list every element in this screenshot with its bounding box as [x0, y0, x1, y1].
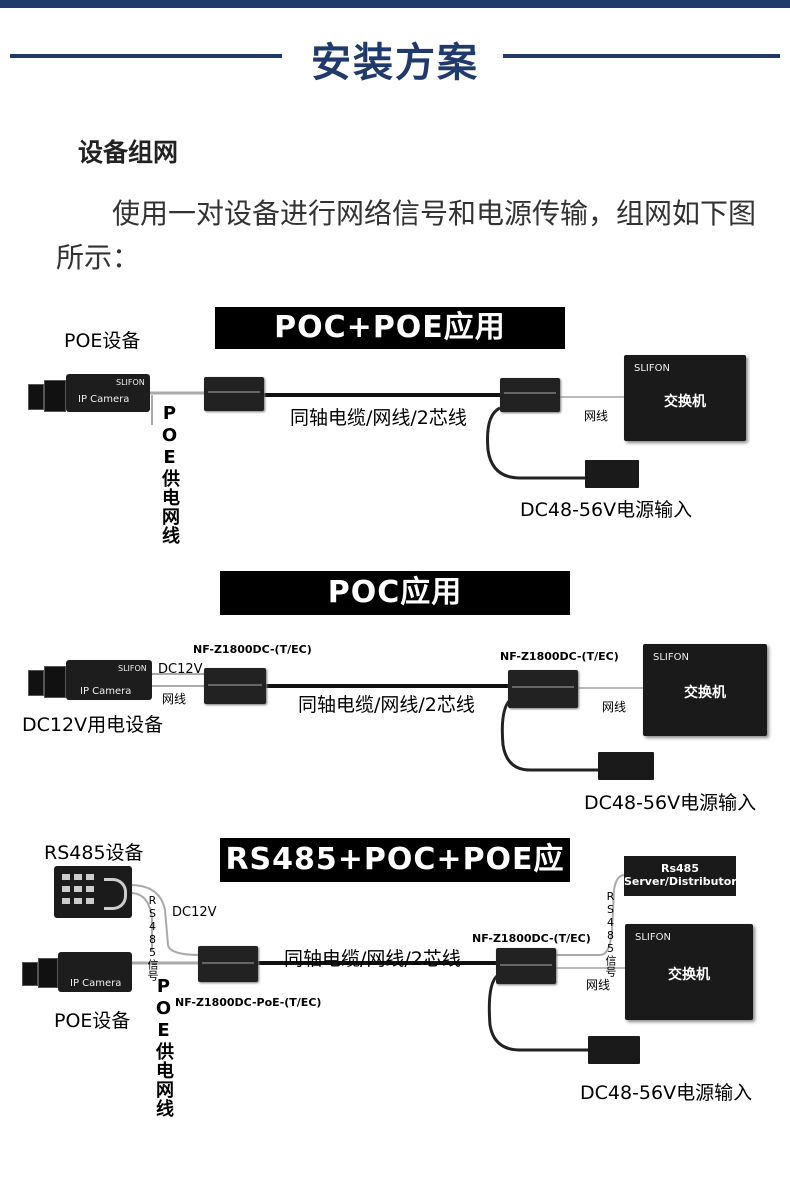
d3-rs485-signal-right: RS485信号 — [604, 890, 617, 977]
camera-hood-icon — [44, 380, 66, 412]
key-icon — [62, 898, 70, 904]
d2-camera: SLIFON IP Camera — [28, 660, 152, 702]
d3-rs485-server-link — [556, 874, 626, 956]
key-icon — [74, 874, 82, 880]
header-rule-left — [10, 54, 282, 58]
d2-net-small-label: 网线 — [162, 692, 187, 706]
d1-camera: SLIFON IP Camera — [28, 372, 150, 414]
d3-rs485-link — [129, 884, 201, 956]
d1-receiver — [500, 378, 560, 412]
d1-transmitter — [204, 377, 264, 411]
d3-power-adapter-icon — [588, 1036, 640, 1064]
d3-power-label: DC48-56V电源输入 — [580, 1082, 753, 1104]
page-title: 安装方案 — [311, 40, 479, 86]
switch-name: 交换机 — [668, 967, 710, 983]
d1-banner: POC+POE应用 — [215, 307, 565, 349]
d3-poe-cable-label: POE供电网线 — [153, 976, 174, 1118]
d2-power-cable — [500, 698, 598, 772]
d2-receiver — [508, 670, 578, 708]
camera-text: IP Camera — [80, 686, 132, 697]
key-icon — [86, 886, 94, 892]
key-icon — [62, 874, 70, 880]
rs485-server-line2: Server/Distributor — [624, 875, 737, 888]
camera-body — [58, 952, 132, 992]
d3-model-left: NF-Z1800DC-PoE-(T/EC) — [175, 996, 322, 1009]
wireless-icon — [104, 878, 127, 910]
camera-text: IP Camera — [78, 394, 130, 405]
key-icon — [74, 898, 82, 904]
camera-body — [66, 374, 150, 412]
intro-text: 使用一对设备进行网络信号和电源传输，组网如下图所示： — [56, 197, 757, 274]
d2-device-label: DC12V用电设备 — [22, 714, 164, 736]
d2-switch: SLIFON 交换机 — [643, 644, 767, 736]
device-stripe — [512, 686, 574, 688]
key-icon — [74, 886, 82, 892]
d2-banner: POC应用 — [220, 571, 570, 615]
d1-power-adapter-icon — [585, 460, 639, 488]
camera-hood-icon — [38, 958, 58, 988]
camera-hood-icon — [44, 666, 66, 698]
camera-lens-icon — [28, 670, 44, 696]
d1-power-cable — [486, 406, 585, 480]
camera-text: IP Camera — [70, 978, 122, 989]
device-stripe — [208, 684, 262, 686]
d3-rs485-device-label: RS485设备 — [44, 842, 144, 864]
device-stripe — [504, 392, 556, 394]
key-icon — [86, 874, 94, 880]
switch-brand: SLIFON — [634, 363, 670, 374]
rs485-server-line1: Rs485 — [661, 862, 699, 875]
d1-poe-cable-label: POE供电网线 — [159, 403, 180, 545]
d3-model-right: NF-Z1800DC-(T/EC) — [472, 932, 591, 945]
d3-power-cable — [487, 974, 588, 1052]
camera-brand: SLIFON — [118, 664, 147, 673]
d3-rs485-signal-left: RS485信号 — [146, 894, 159, 981]
d2-power-label: DC48-56V电源输入 — [584, 792, 757, 814]
key-icon — [86, 898, 94, 904]
d2-model-right: NF-Z1800DC-(T/EC) — [500, 650, 619, 663]
d1-switch: SLIFON 交换机 — [624, 355, 746, 441]
d2-dc12v-label: DC12V — [158, 662, 203, 677]
device-stripe — [202, 962, 254, 964]
key-icon — [62, 886, 70, 892]
d1-power-label: DC48-56V电源输入 — [520, 499, 693, 521]
camera-body — [66, 660, 152, 700]
d3-receiver — [496, 948, 556, 984]
device-stripe — [500, 964, 552, 966]
d1-poe-device-label: POE设备 — [64, 330, 141, 352]
d3-poe-device-label: POE设备 — [54, 1010, 131, 1032]
d3-dc12v-label: DC12V — [172, 905, 217, 920]
section-title: 设备组网 — [78, 138, 179, 167]
d3-banner: RS485+POC+POE应用 — [220, 838, 570, 921]
camera-lens-icon — [28, 384, 44, 410]
d2-net-line-label: 网线 — [602, 700, 627, 714]
d3-switch: SLIFON 交换机 — [625, 924, 753, 1020]
switch-name: 交换机 — [684, 685, 726, 701]
switch-brand: SLIFON — [635, 932, 671, 943]
d2-model-left: NF-Z1800DC-(T/EC) — [193, 643, 312, 656]
d2-cable-label: 同轴电缆/网线/2芯线 — [298, 694, 475, 716]
top-bar — [0, 0, 790, 8]
d3-dc12v-link — [129, 892, 153, 950]
d3-rs485-server: Rs485 Server/Distributor — [624, 856, 737, 896]
d1-cable-label: 同轴电缆/网线/2芯线 — [290, 407, 467, 429]
switch-brand: SLIFON — [653, 652, 689, 663]
d3-cable-label: 同轴电缆/网线/2芯线 — [284, 948, 461, 970]
device-stripe — [208, 391, 260, 393]
header-rule-right — [503, 54, 780, 58]
d1-net-line-label: 网线 — [584, 409, 609, 423]
d2-transmitter — [204, 668, 266, 704]
d3-rs485-keypad-icon — [54, 866, 132, 918]
camera-lens-icon — [22, 962, 38, 986]
d3-camera: IP Camera — [22, 952, 132, 994]
d3-net-line-label: 网线 — [586, 978, 611, 992]
camera-brand: SLIFON — [116, 378, 145, 387]
d2-power-adapter-icon — [598, 752, 654, 780]
switch-name: 交换机 — [664, 394, 706, 410]
d3-transmitter — [198, 946, 258, 982]
